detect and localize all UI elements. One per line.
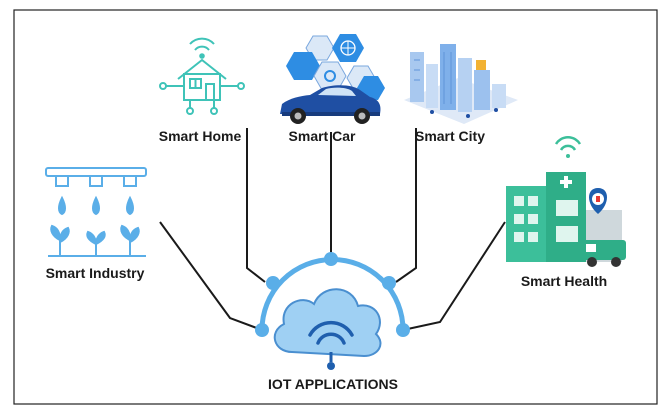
smart-health-icon [506, 135, 626, 267]
hub-title: IOT APPLICATIONS [268, 376, 398, 392]
diagram-frame [13, 9, 658, 405]
label-smart-health: Smart Health [521, 273, 607, 289]
label-smart-city: Smart City [415, 128, 485, 144]
connector-lines [159, 128, 506, 331]
connector-smart-city [395, 128, 417, 283]
hub-node-industry [255, 323, 269, 337]
hub-node-health [396, 323, 410, 337]
label-smart-home: Smart Home [159, 128, 242, 144]
connector-smart-home [246, 128, 266, 283]
hub-node-home [266, 276, 280, 290]
cloud-wifi-icon [273, 288, 382, 370]
smart-city-icon [404, 44, 518, 124]
smart-car-icon [280, 34, 385, 124]
hub-node-city [382, 276, 396, 290]
connector-smart-industry [159, 221, 263, 331]
smart-home-icon [159, 37, 245, 115]
hub-nodes [255, 252, 410, 337]
smart-industry-icon [45, 167, 147, 257]
label-smart-car: Smart Car [289, 128, 356, 144]
hub-node-car [324, 252, 338, 266]
connector-smart-health [402, 221, 506, 331]
label-smart-industry: Smart Industry [46, 265, 145, 281]
